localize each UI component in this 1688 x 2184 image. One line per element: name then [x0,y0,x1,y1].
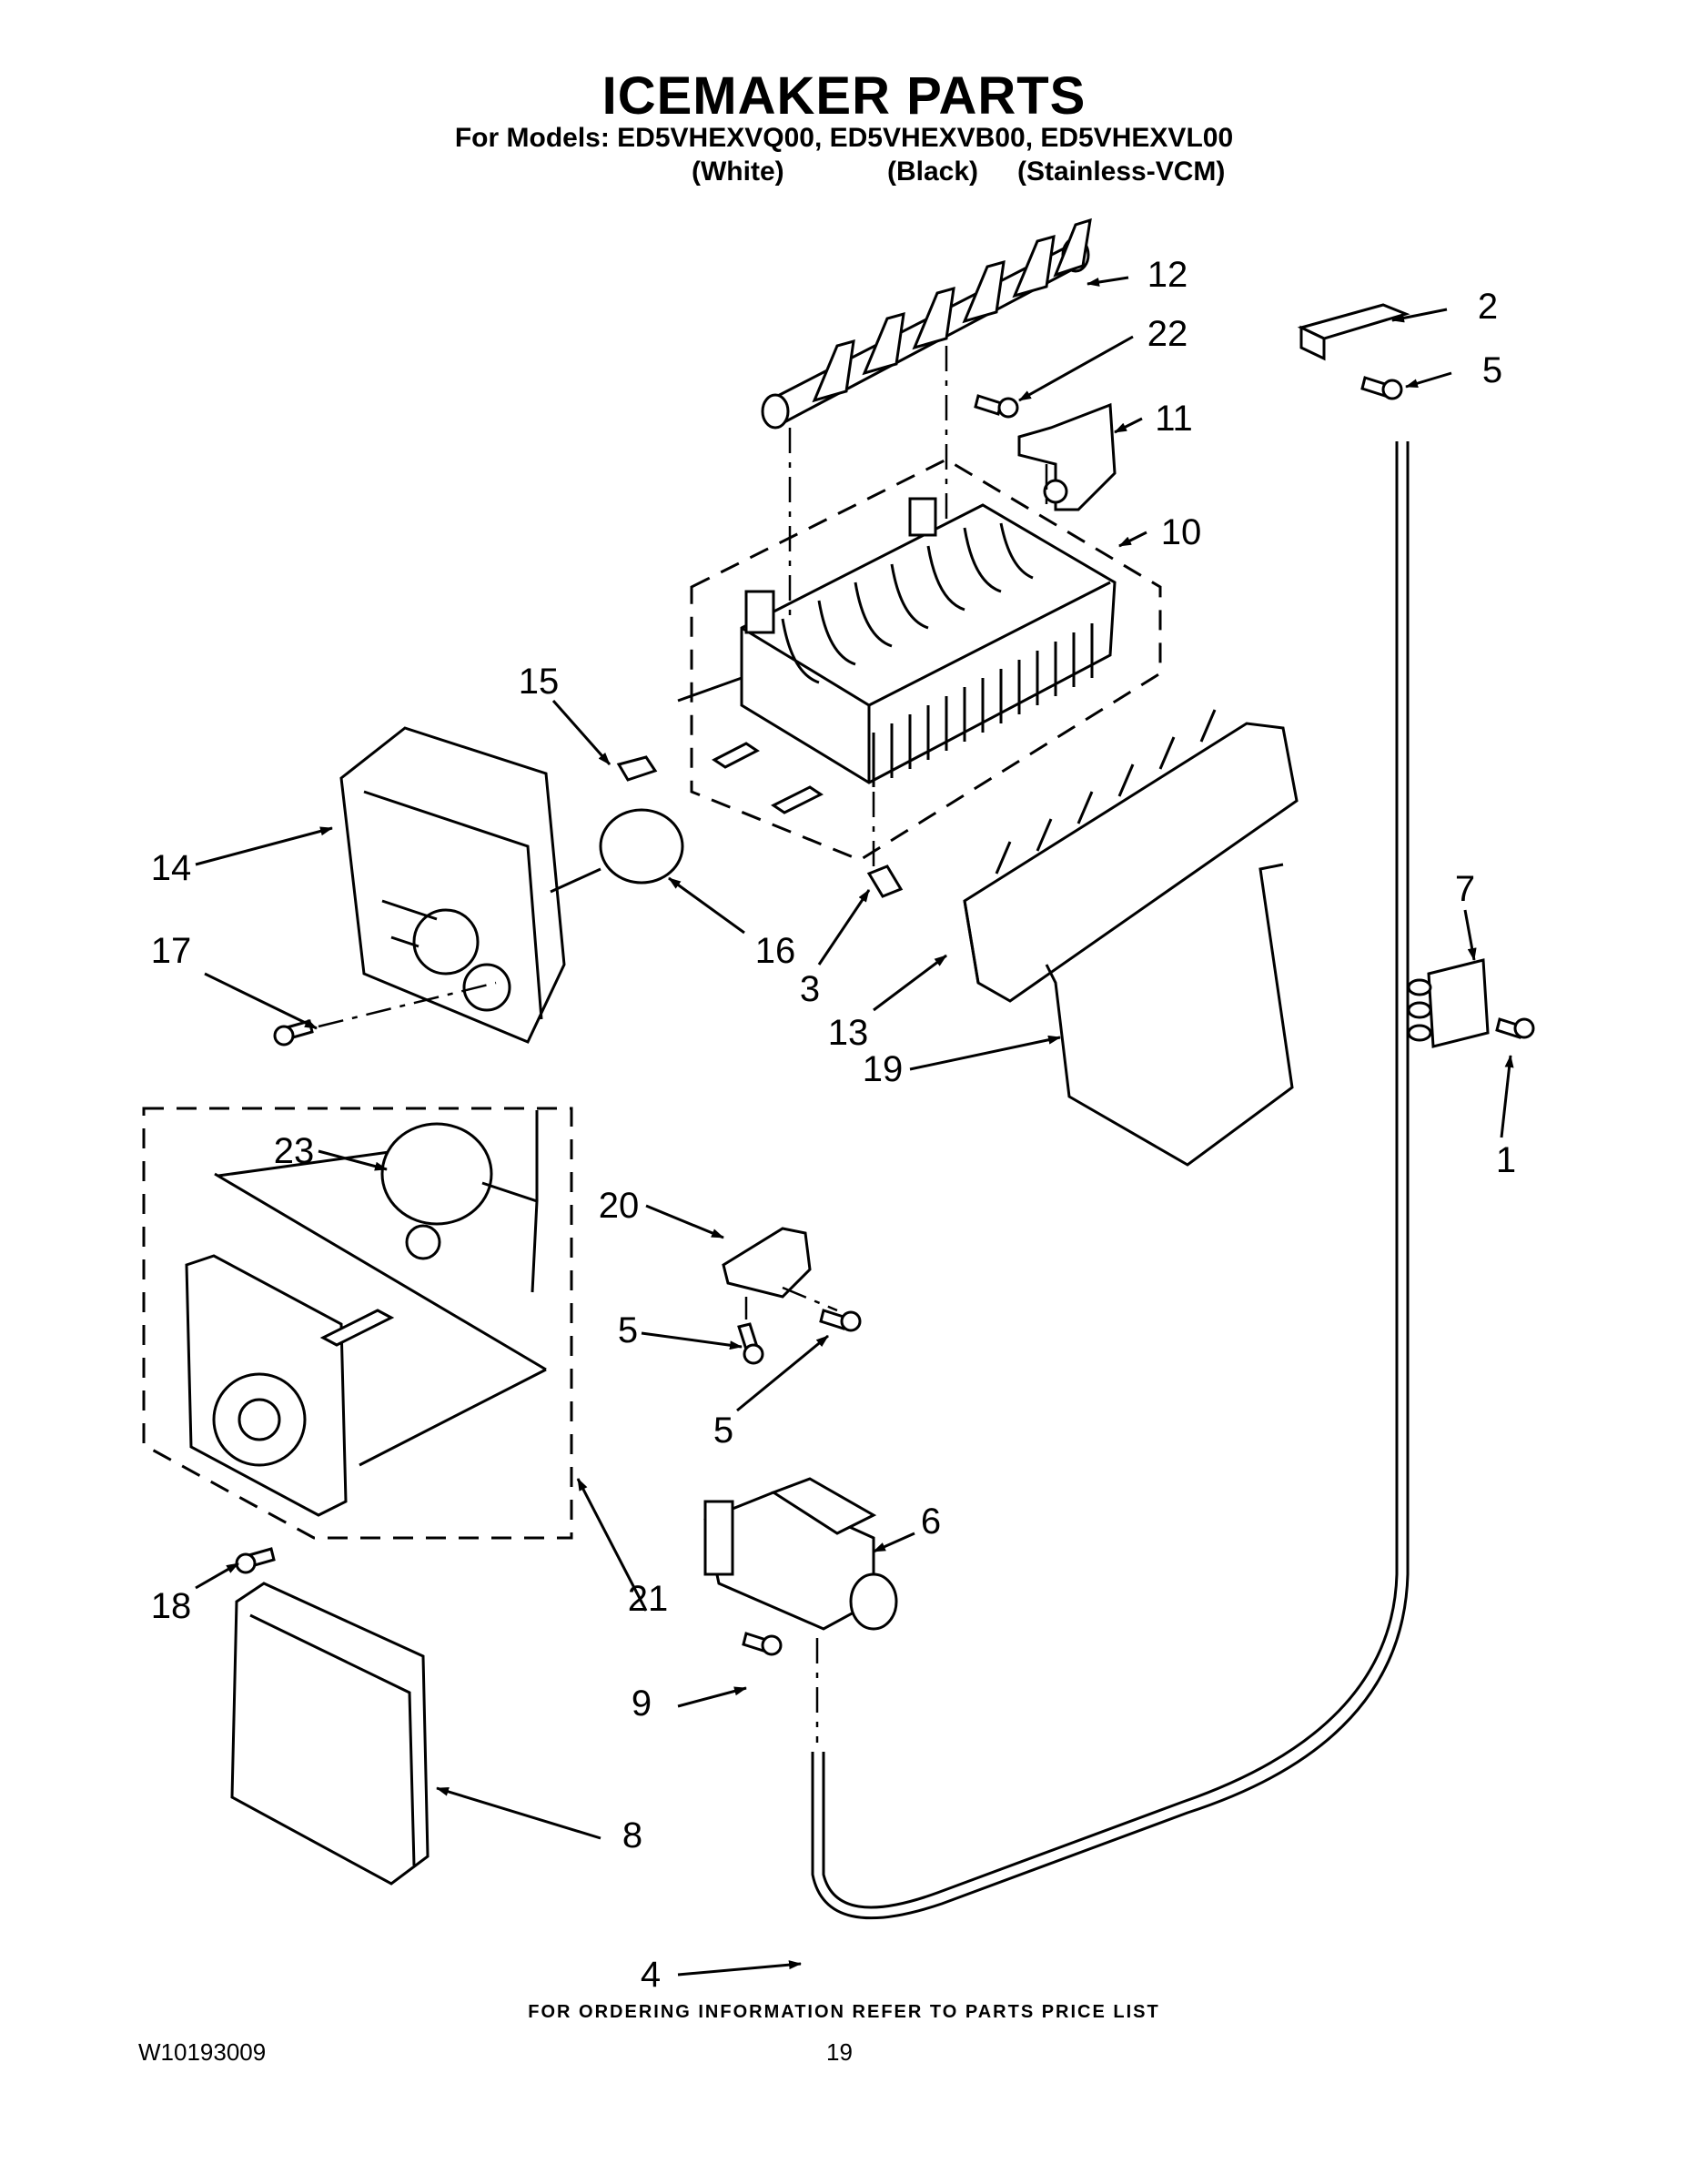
callout-13: 13 [828,1013,869,1053]
color-white: (White) [692,157,784,187]
screw-part-22 [974,394,1019,419]
screw-part-9 [742,1632,783,1656]
bracket-part-11 [1017,402,1117,511]
ordering-note: FOR ORDERING INFORMATION REFER TO PARTS … [528,2002,1160,2022]
callout-10: 10 [1161,512,1202,552]
screw-part-5-mid-b [819,1309,862,1332]
screw-part-1 [1495,1017,1535,1039]
callout-9: 9 [632,1684,652,1724]
callout-5-bottom: 5 [713,1410,733,1451]
motor-plate-part-21 [185,1254,395,1517]
ejector-part [761,217,1092,430]
ice-mold-dashed-outline [690,458,1162,862]
clip-part-15 [616,755,658,782]
screw-part-5-mid-a [737,1322,764,1365]
page-number: 19 [826,2038,853,2066]
clip-part-2 [1297,303,1410,340]
callout-14: 14 [151,848,192,888]
color-black: (Black) [887,157,979,187]
screw-part-18 [235,1547,276,1574]
callout-16: 16 [755,931,796,971]
ice-mold-part [677,497,1117,814]
callout-2: 2 [1478,287,1498,327]
clip-part-3 [866,864,904,898]
leader-lines [195,276,1514,1977]
callout-21: 21 [628,1579,669,1619]
callout-19: 19 [863,1049,904,1089]
water-tube-part-4 [822,441,1399,1909]
models-line: For Models: ED5VHEXVQ00, ED5VHEXVB00, ED… [454,123,1234,153]
callout-6: 6 [921,1502,941,1542]
callout-5-left: 5 [618,1310,638,1350]
tube-clip-part-7 [1407,958,1490,1048]
motor-assembly-dashed-outline [142,1107,573,1540]
callout-labels: 1 2 3 4 5 5 5 5 6 7 8 9 10 11 12 13 14 1… [151,255,1516,1995]
water-valve-part-6 [703,1477,898,1631]
callout-22: 22 [1147,314,1188,354]
callout-12: 12 [1147,255,1188,295]
bracket-part-20 [722,1227,812,1299]
callout-15: 15 [519,662,560,702]
callout-8: 8 [622,1815,642,1855]
callout-3: 3 [800,969,820,1009]
motor-part-23 [380,1110,539,1293]
ice-rake-part-13 [963,709,1299,1003]
screw-part-5-top [1360,376,1403,400]
callout-23: 23 [274,1131,315,1171]
callout-1: 1 [1496,1140,1516,1180]
page-title: ICEMAKER PARTS [601,66,1087,126]
document-id: W10193009 [138,2038,267,2066]
cover-part-8 [230,1582,430,1886]
callout-20: 20 [599,1186,640,1226]
callout-7: 7 [1455,869,1475,909]
callout-4: 4 [641,1955,661,1995]
callout-11: 11 [1155,399,1193,439]
control-housing-part-14 [339,726,566,1044]
shutoff-arm-part-19 [1045,863,1294,1167]
callout-17: 17 [151,931,192,971]
color-stainless: (Stainless-VCM) [1017,157,1226,187]
thermostat-part-16 [599,808,684,885]
callout-18: 18 [151,1586,192,1626]
callout-5-top: 5 [1482,350,1502,390]
